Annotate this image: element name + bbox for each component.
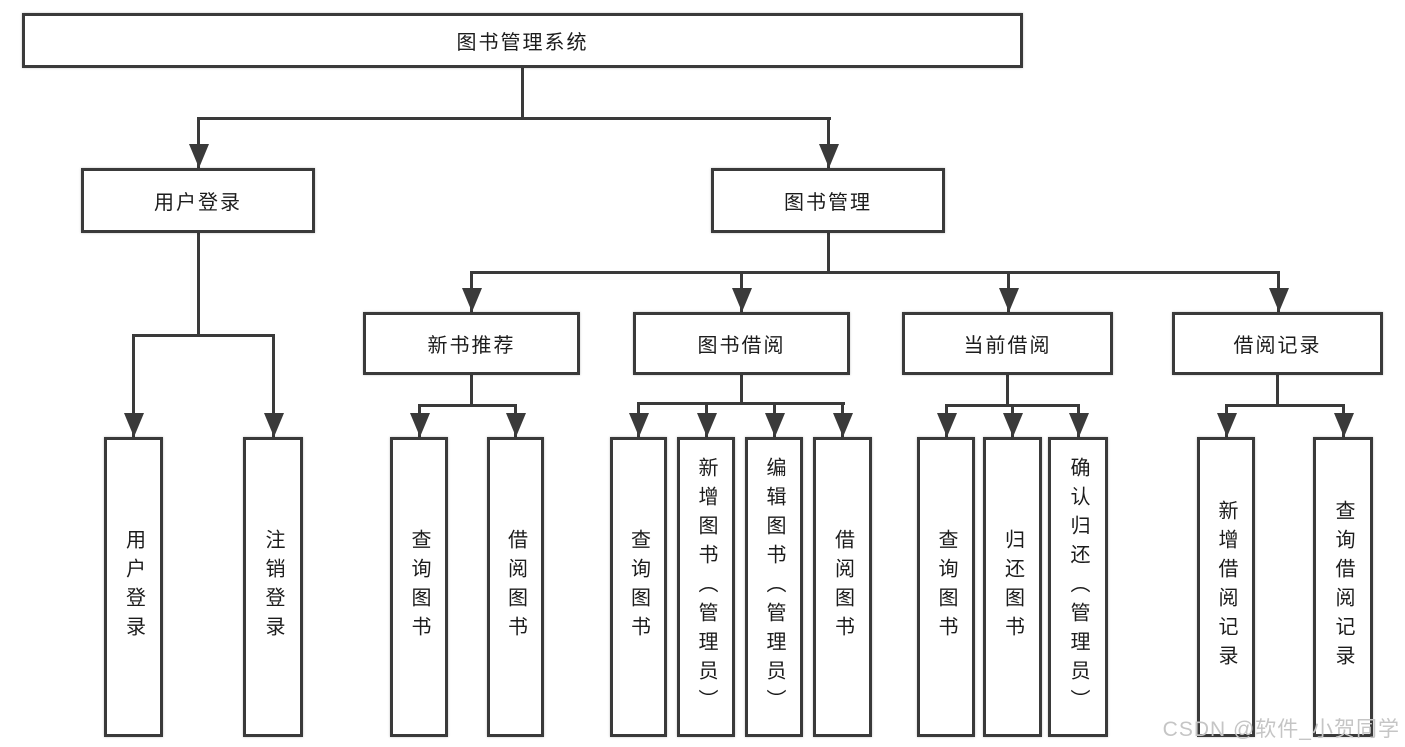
node-edit-books-admin-leaf: 编辑图书（管理员） (745, 437, 803, 737)
edge-line (1276, 375, 1279, 407)
node-label: 新增图书（管理员） (695, 456, 717, 718)
node-query-books-leaf: 查询图书 (610, 437, 667, 737)
node-label: 当前借阅 (963, 335, 1052, 357)
node-label: 编辑图书（管理员） (763, 456, 785, 718)
node-label: 用户登录 (122, 529, 145, 645)
edge-line (198, 117, 831, 120)
edge-line (132, 334, 275, 337)
node-library-management-system: 图书管理系统 (22, 13, 1023, 68)
edge-arrow (1077, 404, 1080, 437)
node-logout-leaf: 注销登录 (243, 437, 303, 737)
node-label: 查询图书 (627, 529, 650, 645)
node-borrowing-records: 借阅记录 (1172, 312, 1383, 375)
edge-arrow (773, 402, 776, 437)
node-user-login-leaf: 用户登录 (104, 437, 163, 737)
node-label: 借阅图书 (831, 529, 854, 645)
node-label: 归还图书 (1001, 529, 1024, 645)
edge-line (418, 404, 517, 407)
edge-arrow (132, 334, 135, 437)
node-label: 借阅图书 (504, 529, 527, 645)
edge-arrow (272, 334, 275, 437)
edge-line (637, 402, 845, 405)
node-user-login: 用户登录 (81, 168, 315, 233)
node-borrow-books-leaf: 借阅图书 (487, 437, 544, 737)
edge-line (470, 375, 473, 407)
node-borrow-books-leaf: 借阅图书 (813, 437, 872, 737)
node-book-borrowing: 图书借阅 (633, 312, 850, 375)
node-label: 借阅记录 (1233, 335, 1322, 357)
edge-arrow (418, 404, 421, 437)
node-label: 图书管理系统 (456, 32, 589, 54)
edge-arrow (1011, 404, 1014, 437)
node-label: 查询借阅记录 (1332, 500, 1354, 674)
node-label: 图书借阅 (697, 335, 786, 357)
edge-arrow (827, 117, 830, 168)
node-label: 注销登录 (262, 529, 284, 645)
node-label: 确认归还（管理员） (1067, 456, 1089, 718)
edge-arrow (514, 404, 517, 437)
node-label: 新增借阅记录 (1215, 500, 1237, 674)
edge-line (1225, 404, 1345, 407)
csdn-watermark: CSDN @软件_小贺同学 (1162, 718, 1400, 741)
node-query-borrow-record-leaf: 查询借阅记录 (1313, 437, 1373, 737)
node-label: 查询图书 (935, 529, 957, 645)
edge-line (1006, 375, 1009, 407)
edge-arrow (740, 271, 743, 312)
node-return-books-leaf: 归还图书 (983, 437, 1042, 737)
edge-arrow (637, 402, 640, 437)
node-label: 图书管理 (784, 192, 872, 214)
node-query-books-leaf: 查询图书 (390, 437, 448, 737)
node-label: 新书推荐 (427, 335, 516, 357)
edge-line (521, 68, 524, 119)
edge-arrow (945, 404, 948, 437)
node-label: 用户登录 (154, 192, 242, 214)
edge-arrow (841, 402, 844, 437)
edge-arrow (1225, 404, 1228, 437)
edge-line (470, 271, 1280, 274)
edge-line (197, 233, 200, 337)
edge-line (740, 375, 743, 405)
edge-arrow (197, 117, 200, 168)
node-confirm-return-admin-leaf: 确认归还（管理员） (1048, 437, 1108, 737)
node-new-book-recommend: 新书推荐 (363, 312, 580, 375)
node-add-books-admin-leaf: 新增图书（管理员） (677, 437, 735, 737)
node-current-borrowing: 当前借阅 (902, 312, 1113, 375)
edge-arrow (1007, 271, 1010, 312)
node-query-books-leaf: 查询图书 (917, 437, 975, 737)
edge-arrow (470, 271, 473, 312)
node-add-borrow-record-leaf: 新增借阅记录 (1197, 437, 1255, 737)
node-book-management: 图书管理 (711, 168, 945, 233)
edge-line (827, 233, 830, 274)
edge-arrow (1277, 271, 1280, 312)
edge-arrow (1342, 404, 1345, 437)
node-label: 查询图书 (408, 529, 430, 645)
edge-arrow (705, 402, 708, 437)
